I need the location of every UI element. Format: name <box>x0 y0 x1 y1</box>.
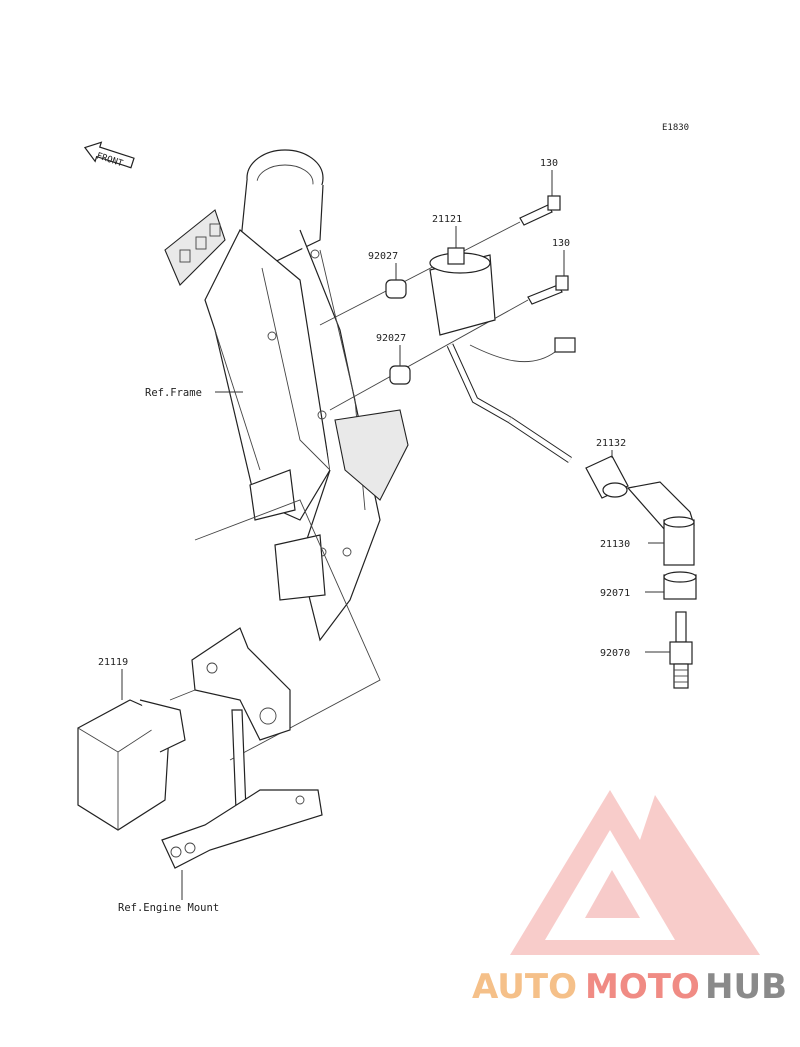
seal <box>663 571 697 600</box>
bolt-lower <box>527 275 569 305</box>
label-plug-cap: 21130 <box>600 539 630 550</box>
cap-joint <box>585 455 629 499</box>
igniter-unit <box>77 699 186 831</box>
label-cap-joint: 21132 <box>596 438 626 449</box>
label-coil: 21121 <box>432 214 462 225</box>
plug-cap <box>626 481 695 566</box>
frame-drawing <box>164 149 409 761</box>
spark-plug <box>669 611 693 689</box>
ref-frame-label: Ref.Frame <box>145 387 202 399</box>
label-collar-upper: 92027 <box>368 251 398 262</box>
collar-lower <box>389 365 411 385</box>
label-seal: 92071 <box>600 588 630 599</box>
label-bolt-upper: 130 <box>540 158 558 169</box>
label-spark-plug: 92070 <box>600 648 630 659</box>
label-igniter: 21119 <box>98 657 128 668</box>
collar-upper <box>385 279 407 299</box>
label-collar-lower: 92027 <box>376 333 406 344</box>
ignition-coil <box>429 247 576 463</box>
front-arrow-icon <box>83 141 135 169</box>
engine-mount-bracket <box>161 627 323 869</box>
label-bolt-lower: 130 <box>552 238 570 249</box>
watermark-hub: HUB <box>705 967 787 1007</box>
bolt-upper <box>519 195 561 226</box>
ref-engine-mount-label: Ref.Engine Mount <box>118 902 219 914</box>
watermark-moto: MOTO <box>585 967 700 1007</box>
watermark-auto: AUTO <box>472 967 577 1007</box>
automotohub-logo-icon <box>510 790 760 955</box>
diagram-code: E1830 <box>662 123 689 133</box>
